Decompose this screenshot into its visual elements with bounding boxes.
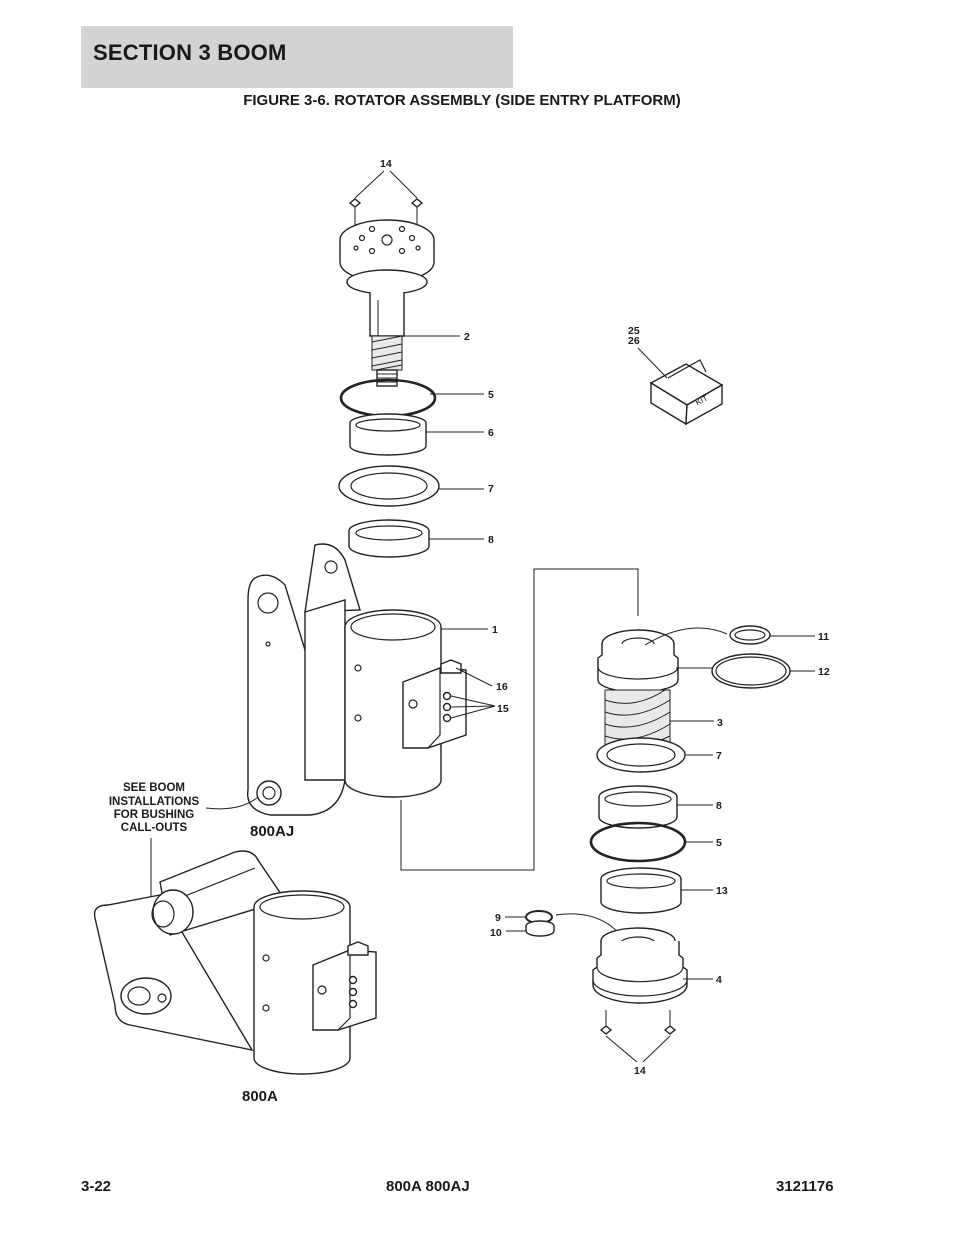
seal-part-11 [729,625,771,645]
kit-box-icon: KIT [649,359,724,426]
callout-8-lower: 8 [716,800,722,812]
callout-6: 6 [488,427,494,439]
bushing-note-line-3: FOR BUSHING [114,809,195,821]
callout-25: 25 [628,325,640,337]
bushing-note-line-2: INSTALLATIONS [109,796,200,808]
callout-11: 11 [818,631,829,643]
ring-part-12 [711,653,791,689]
model-label-800a: 800A [242,1088,278,1105]
bearing-part-13 [600,867,682,914]
callout-5-lower: 5 [716,837,722,849]
callout-8-upper: 8 [488,534,494,546]
callout-14-top: 14 [380,158,392,170]
screw-icon [599,1010,677,1035]
section-header-band [81,26,513,88]
callout-4: 4 [716,974,722,986]
base-part-4 [592,927,688,1004]
gear-hub-part-3 [597,629,679,754]
seal-part-8-upper [348,519,430,558]
callout-9: 9 [495,912,501,924]
callout-26: 26 [628,335,640,347]
bushing-note-line-1: SEE BOOM [123,782,185,794]
seal-part-9-and-spacer-part-10 [525,910,555,937]
upper-shaft-part-2 [339,198,435,387]
rotator-housing-part-1-800aj [246,543,467,816]
callout-10: 10 [490,927,502,939]
callout-1: 1 [492,624,498,636]
callout-7-lower: 7 [716,750,722,762]
rotator-housing-800a [93,850,377,1075]
callout-13: 13 [716,885,728,897]
screw-icon [348,198,424,226]
callout-12: 12 [818,666,830,678]
figure-title: FIGURE 3-6. ROTATOR ASSEMBLY (SIDE ENTRY… [243,92,681,109]
footer-document-number: 3121176 [776,1178,834,1195]
callout-15: 15 [497,703,509,715]
bearing-part-6 [349,413,427,456]
thrust-washer-part-7-lower [596,737,686,773]
thrust-washer-part-7-upper [338,465,440,507]
footer-model: 800A 800AJ [386,1178,470,1195]
callout-2: 2 [464,331,470,343]
section-title: SECTION 3 BOOM [93,40,287,65]
seal-part-8-lower [598,785,678,829]
callout-5-upper: 5 [488,389,494,401]
assembly-connector-line [400,568,639,871]
callout-7-upper: 7 [488,483,494,495]
callout-16: 16 [496,681,508,693]
model-label-800aj: 800AJ [250,823,294,840]
bushing-note-line-4: CALL-OUTS [121,822,188,834]
callout-3: 3 [717,717,723,729]
callout-14-bottom: 14 [634,1065,646,1077]
footer-page-number: 3-22 [81,1178,112,1195]
